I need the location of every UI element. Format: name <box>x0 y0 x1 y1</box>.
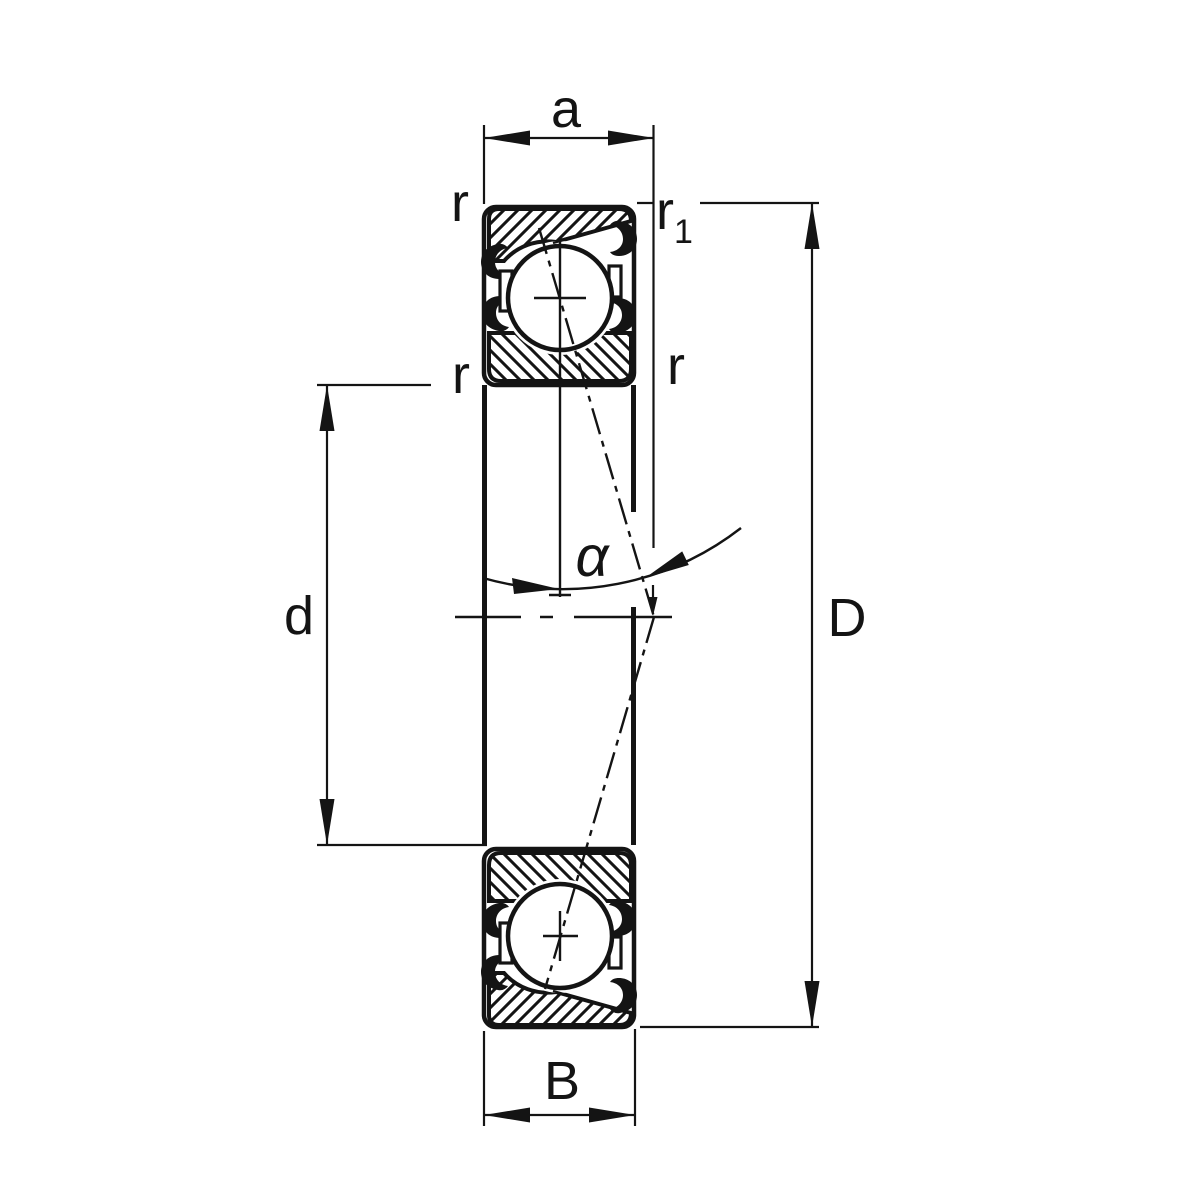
label-r-outer-left: r <box>451 173 469 233</box>
label-alpha: α <box>575 524 610 589</box>
label-r1: r1 <box>656 181 693 251</box>
dimension-B: B <box>482 1029 637 1126</box>
arrow-d-bottom <box>319 799 335 845</box>
extension-lines-d <box>317 383 487 847</box>
bottom-bearing-section <box>481 846 637 1030</box>
extension-lines-B <box>482 1029 637 1126</box>
inner-ring-bottom <box>487 851 633 903</box>
label-r1-subscript: 1 <box>674 213 693 251</box>
bottom-ring-outline <box>481 846 637 1030</box>
label-r-inner-left: r <box>452 345 470 405</box>
top-ring-outline <box>481 204 637 388</box>
arrow-d-top <box>319 385 335 431</box>
top-bearing-section <box>481 204 637 597</box>
dimension-D: D <box>637 201 867 1029</box>
label-d: d <box>284 586 314 646</box>
extension-lines-D <box>637 201 819 1029</box>
arrow-a-left <box>484 130 530 146</box>
arrow-B-right <box>589 1107 635 1123</box>
label-B: B <box>544 1051 580 1111</box>
contact-angle-dimension: α <box>482 524 742 594</box>
arrow-D-top <box>804 203 820 249</box>
label-r1-base: r <box>656 181 674 241</box>
label-a: a <box>551 79 582 139</box>
arrow-D-bottom <box>804 981 820 1027</box>
dimension-a: a <box>482 79 658 616</box>
angle-arc <box>482 527 742 591</box>
label-D: D <box>828 588 867 648</box>
outer-ring-top <box>487 207 634 263</box>
outer-ring-bottom <box>487 971 634 1027</box>
angle-arc-arrow-right <box>645 551 689 578</box>
dimension-d: d <box>284 383 487 847</box>
arrow-a-right <box>608 130 654 146</box>
apex-arrow <box>648 597 658 616</box>
arrow-B-left <box>484 1107 530 1123</box>
contact-line-bottom <box>543 616 656 990</box>
angle-arc-arrow-left <box>512 578 559 594</box>
label-r-inner-right: r <box>667 336 685 396</box>
contact-line-top <box>537 227 656 618</box>
